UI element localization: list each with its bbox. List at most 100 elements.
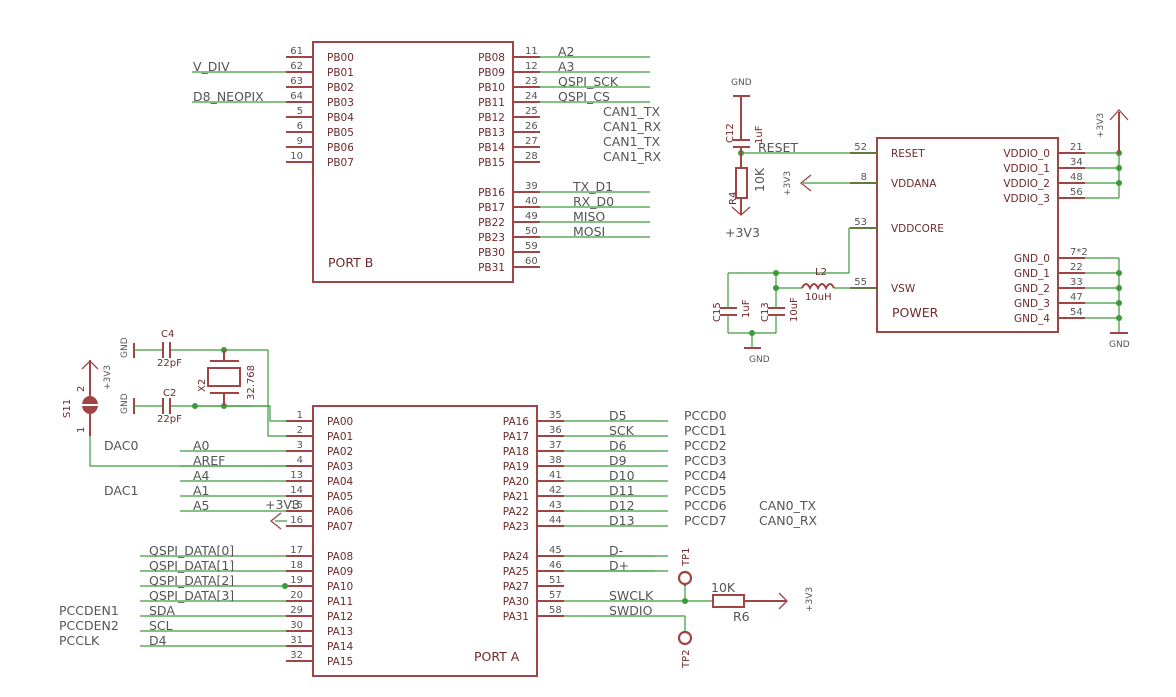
vddio-supply-arrow xyxy=(1109,109,1129,121)
power-gnd-label: GND xyxy=(1109,340,1130,350)
pin-number: 31 xyxy=(290,635,303,646)
port-a-body xyxy=(312,405,538,677)
pin-name: PB02 xyxy=(327,82,354,94)
pin-name: PA09 xyxy=(327,566,353,578)
c13-value: 10uF xyxy=(789,297,800,322)
pin-number: 51 xyxy=(549,575,562,586)
net-label: D5 xyxy=(609,408,627,423)
pin-number: 44 xyxy=(549,515,562,526)
pin-name: PB14 xyxy=(478,142,505,154)
crystal-network: GND C4 22pF GND C2 22pF X2 32.768 xyxy=(120,329,287,437)
net-label: CAN1_TX xyxy=(603,104,660,119)
port-b-block: PORT B PB0061PB0162V_DIVPB0263PB0364D8_N… xyxy=(192,41,662,283)
pin-name: PA18 xyxy=(503,446,529,458)
reset-network: RESET GND C12 1uF R4 10K +3V3 xyxy=(725,78,877,240)
right-pin-gnd_4: GND_454 xyxy=(1014,307,1085,325)
r4-value: 10K xyxy=(752,167,767,192)
alt-net-label: PCCD2 xyxy=(684,438,727,453)
c2-gnd-label: GND xyxy=(120,393,130,414)
pin-number: 23 xyxy=(525,76,538,87)
pin-number: 6 xyxy=(297,121,303,132)
pin-number: 20 xyxy=(290,590,303,601)
pin-number: 2 xyxy=(297,425,303,436)
pin-number: 28 xyxy=(525,151,538,162)
tp1-testpoint xyxy=(677,570,693,586)
pin-number: 34 xyxy=(1070,157,1083,168)
l2-ref: L2 xyxy=(815,267,827,278)
pin-name: PA11 xyxy=(327,596,353,608)
power-body xyxy=(876,137,1059,333)
vddio-supply-label: +3V3 xyxy=(1096,113,1106,138)
pin-name: PB22 xyxy=(478,217,505,229)
tp2-testpoint xyxy=(677,630,693,646)
pin-name: PB15 xyxy=(478,157,505,169)
r6-ref: R6 xyxy=(733,609,750,624)
alt2-net-label: CAN0_TX xyxy=(759,498,816,513)
right-pin-gnd_2: GND_233 xyxy=(1014,277,1085,295)
pin-name: PB16 xyxy=(478,187,505,199)
vddio-rail: +3V3 xyxy=(1096,109,1129,198)
s11-switch: +3V3 S11 2 1 xyxy=(62,360,287,467)
pin-name: PA07 xyxy=(327,521,353,533)
c4-ref: C4 xyxy=(161,329,174,340)
right-pin-gnd_0: GND_07*2 xyxy=(1014,247,1088,265)
pin-number: 53 xyxy=(854,217,867,228)
pin-name: PB09 xyxy=(478,67,505,79)
pin-name: PA23 xyxy=(503,521,529,533)
pin-number: 30 xyxy=(290,620,303,631)
pin-name: PA13 xyxy=(327,626,353,638)
right-pin-vddio_2: VDDIO_248 xyxy=(1003,172,1085,190)
pin-name: PA30 xyxy=(503,596,529,608)
reset-net-label: RESET xyxy=(758,140,798,155)
pin-name: PA02 xyxy=(327,446,353,458)
net-label: CAN1_TX xyxy=(603,134,660,149)
alt-net-label: PCCD4 xyxy=(684,468,727,483)
alt-net-label: PCCD6 xyxy=(684,498,727,513)
pin-number: 3 xyxy=(297,440,303,451)
r6-supply-arrow xyxy=(778,592,788,610)
alt-net-label: PCCD0 xyxy=(684,408,727,423)
net-label: SWCLK xyxy=(609,588,654,603)
pin-name: PB07 xyxy=(327,157,354,169)
pin-name: PA16 xyxy=(503,416,530,428)
pin-name: PB17 xyxy=(478,202,505,214)
pin-number: 48 xyxy=(1070,172,1083,183)
pin-name: PB10 xyxy=(478,82,505,94)
pin-number: 52 xyxy=(854,142,867,153)
pin-name: RESET xyxy=(891,148,925,160)
net-label: QSPI_CS xyxy=(558,89,610,104)
pin-number: 18 xyxy=(290,560,303,571)
pin-name: PA24 xyxy=(503,551,530,563)
pin-number: 25 xyxy=(525,106,538,117)
net-label: SCK xyxy=(609,423,635,438)
pin-name: GND_4 xyxy=(1014,313,1050,325)
net-label: D8_NEOPIX xyxy=(193,89,264,104)
tp1-ref: TP1 xyxy=(681,547,692,567)
pin-number: 29 xyxy=(290,605,303,616)
pin-name: GND_0 xyxy=(1014,253,1050,265)
r4-supply-label: +3V3 xyxy=(725,225,760,240)
pin-name: PB23 xyxy=(478,232,505,244)
c12-gnd-label: GND xyxy=(731,78,752,88)
pin-name: VSW xyxy=(891,283,916,295)
pin-number: 62 xyxy=(290,61,303,72)
pin-name: PA01 xyxy=(327,431,353,443)
pin-number: 17 xyxy=(290,545,303,556)
pa07-supply-label: +3V3 xyxy=(265,497,300,512)
c2-value: 22pF xyxy=(157,414,182,425)
pin-name: PB00 xyxy=(327,52,354,64)
swd-network: TP1 10K R6 +3V3 TP2 xyxy=(677,547,815,669)
net-label: A1 xyxy=(193,483,210,498)
right-pin-vddio_0: VDDIO_021 xyxy=(1003,142,1085,160)
